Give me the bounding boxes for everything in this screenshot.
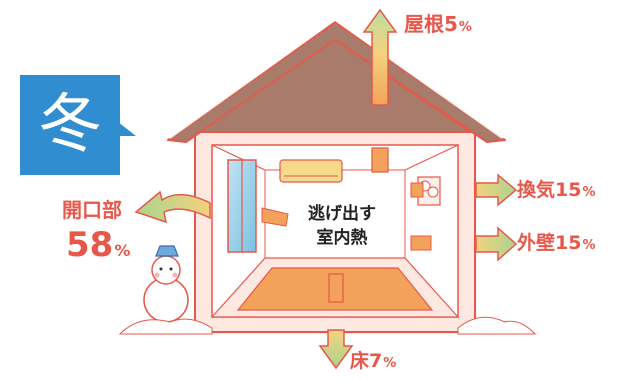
label-opening: 開口部: [62, 200, 122, 220]
arrow-roof-base: [371, 147, 389, 173]
roof-gable: [197, 39, 473, 133]
center-label-line-1: 逃げ出す: [308, 204, 376, 224]
label-floor-value: 7: [369, 350, 383, 372]
ceiling-line-right: [404, 144, 459, 171]
label-floor: 床7%: [350, 352, 396, 371]
arrow-roof: [362, 8, 398, 106]
label-roof: 屋根5%: [404, 14, 472, 34]
arrow-floor: [318, 329, 354, 370]
air-conditioner: [279, 159, 343, 183]
snowman-eye-left: [159, 267, 163, 271]
snowman-head: [151, 255, 181, 285]
label-wall-unit: %: [582, 238, 596, 253]
arrow-window-inner: [261, 207, 289, 227]
label-opening-unit: %: [114, 241, 131, 260]
arrow-ventilation-base: [410, 182, 424, 198]
label-opening-part: 開口部: [62, 198, 122, 222]
arrow-floor-base: [328, 273, 344, 303]
label-ventilation-unit: %: [582, 185, 596, 200]
label-wall: 外壁15%: [517, 234, 596, 253]
season-label: 冬: [38, 88, 102, 162]
label-floor-part: 床: [350, 350, 370, 372]
label-opening-value: 58: [66, 225, 114, 265]
season-badge: [20, 75, 120, 175]
center-label-line-2: 室内熱: [316, 228, 368, 248]
ground-snow-right: [457, 316, 537, 335]
label-wall-part: 外壁: [517, 232, 556, 254]
vent-fan-blade-2: [427, 186, 439, 198]
snowman-bucket: [155, 245, 179, 257]
center-label: 逃げ出す 室内熱: [283, 202, 401, 250]
label-opening-percent: 58%: [66, 228, 130, 262]
arrow-ventilation: [475, 173, 518, 207]
arrow-opening: [134, 190, 211, 224]
label-wall-value: 15: [555, 232, 582, 254]
season-badge-tail: [118, 122, 136, 136]
label-roof-part: 屋根: [404, 12, 444, 36]
label-ventilation-part: 換気: [517, 179, 556, 201]
ground-snow-left: [118, 318, 213, 335]
label-floor-unit: %: [383, 356, 397, 371]
arrow-wall-base: [410, 235, 432, 251]
label-roof-value: 5: [444, 12, 458, 36]
snowman-cheek-left: [154, 272, 160, 278]
snowman-cheek-right: [172, 272, 178, 278]
label-ventilation-value: 15: [555, 179, 582, 201]
roof-snow-cap: [167, 14, 505, 139]
arrow-wall: [475, 226, 518, 262]
label-ventilation: 換気15%: [517, 181, 596, 200]
snowman-eye-right: [169, 267, 173, 271]
label-roof-unit: %: [458, 20, 472, 35]
